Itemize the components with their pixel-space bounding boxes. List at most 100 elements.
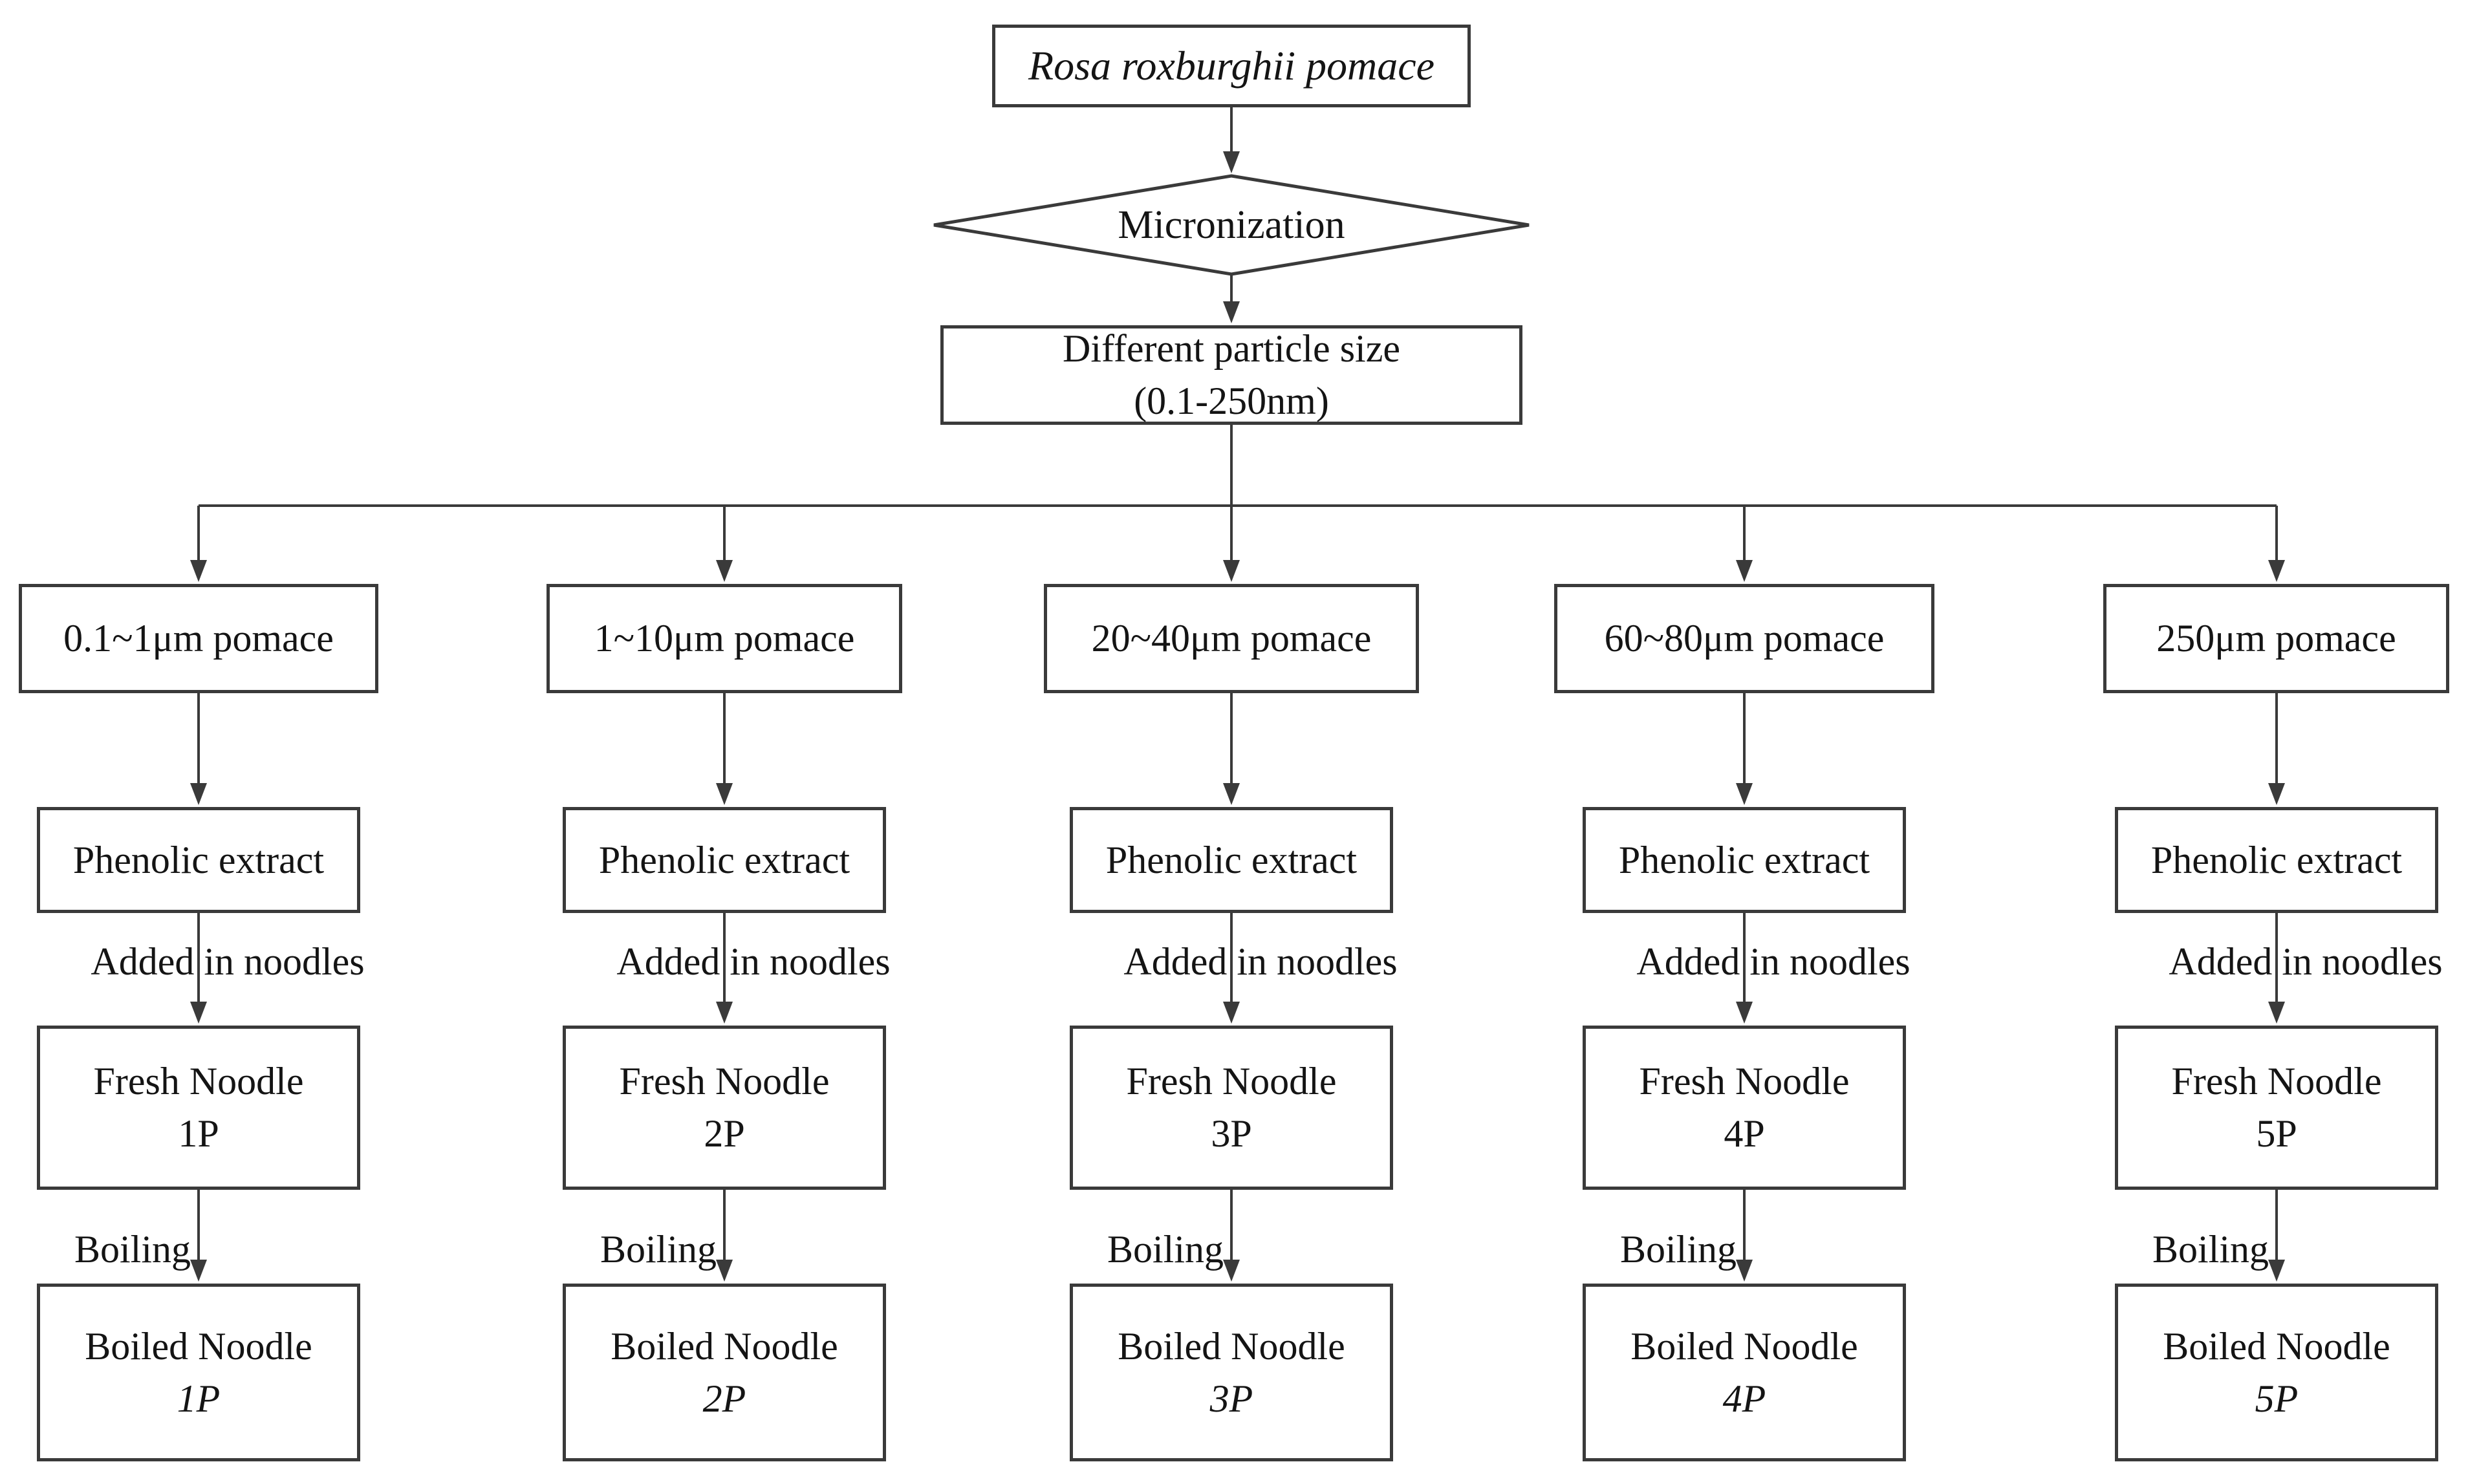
arrow-head-icon bbox=[1223, 151, 1240, 173]
boiled-node-line1: Boiled Noodle bbox=[1118, 1324, 1345, 1368]
added-label-text: Added in noodles bbox=[1123, 940, 1398, 983]
pomace-node: 0.1~1μm pomace bbox=[19, 584, 378, 693]
added-label-text: Added in noodles bbox=[91, 940, 365, 983]
boiled-node-line2: 2P bbox=[702, 1377, 746, 1420]
fresh-node-line2: 1P bbox=[178, 1112, 219, 1155]
phenolic-extract-node: Phenolic extract bbox=[37, 807, 360, 913]
fresh-node-line1: Fresh Noodle bbox=[93, 1060, 304, 1102]
boiling-label: Boiling bbox=[0, 1224, 191, 1274]
added-label-text: Added in noodles bbox=[616, 940, 891, 983]
fresh-node-line2: 4P bbox=[1724, 1112, 1765, 1155]
arrow-head-icon bbox=[1223, 1002, 1240, 1024]
arrow-head-icon bbox=[716, 560, 733, 582]
arrow-head-icon bbox=[2268, 1260, 2285, 1282]
added-in-noodles-label: Added in noodles bbox=[1605, 936, 1942, 987]
boiling-label-text: Boiling bbox=[2152, 1228, 2269, 1271]
boiled-node-line2: 3P bbox=[1209, 1377, 1253, 1420]
arrow-head-icon bbox=[190, 560, 207, 582]
added-in-noodles-label: Added in noodles bbox=[1092, 936, 1429, 987]
arrow-head-icon bbox=[2268, 1002, 2285, 1024]
arrow-head-icon bbox=[716, 783, 733, 805]
boiled-noodle-node: Boiled Noodle 5P bbox=[2115, 1284, 2438, 1461]
added-in-noodles-label: Added in noodles bbox=[585, 936, 922, 987]
phenolic-node-label: Phenolic extract bbox=[1618, 838, 1870, 881]
fresh-node-line2: 3P bbox=[1211, 1112, 1252, 1155]
boiled-node-line1: Boiled Noodle bbox=[611, 1324, 838, 1368]
arrow-head-icon bbox=[190, 1260, 207, 1282]
arrow-head-icon bbox=[1223, 301, 1240, 323]
particle-size-line1: Different particle size bbox=[1063, 327, 1400, 370]
arrow-head-icon bbox=[1736, 783, 1753, 805]
boiled-node-line2: 5P bbox=[2255, 1377, 2299, 1420]
root-node-label: Rosa roxburghii pomace bbox=[1028, 42, 1435, 89]
fresh-node-line1: Fresh Noodle bbox=[2171, 1060, 2382, 1102]
pomace-node-label: 60~80μm pomace bbox=[1604, 617, 1885, 660]
decision-node-label: Micronization bbox=[1118, 202, 1345, 247]
arrow-head-icon bbox=[1736, 1002, 1753, 1024]
decision-diamond-shape bbox=[933, 174, 1530, 276]
boiled-noodle-node: Boiled Noodle 3P bbox=[1070, 1284, 1393, 1461]
phenolic-node-label: Phenolic extract bbox=[2150, 838, 2403, 881]
boiled-node-line2: 4P bbox=[1722, 1377, 1766, 1420]
fresh-node-line2: 2P bbox=[704, 1112, 745, 1155]
added-label-text: Added in noodles bbox=[1636, 940, 1911, 983]
boiling-label-text: Boiling bbox=[600, 1228, 717, 1271]
arrow-head-icon bbox=[1736, 1260, 1753, 1282]
pomace-node-label: 1~10μm pomace bbox=[594, 617, 855, 660]
arrow-head-icon bbox=[716, 1002, 733, 1024]
boiling-label-text: Boiling bbox=[74, 1228, 191, 1271]
fresh-node-line1: Fresh Noodle bbox=[619, 1060, 830, 1102]
arrow-head-icon bbox=[1736, 560, 1753, 582]
fresh-noodle-node: Fresh Noodle 5P bbox=[2115, 1026, 2438, 1190]
arrow-head-icon bbox=[2268, 783, 2285, 805]
arrow-head-icon bbox=[1223, 560, 1240, 582]
phenolic-extract-node: Phenolic extract bbox=[563, 807, 886, 913]
boiled-node-line1: Boiled Noodle bbox=[2163, 1324, 2390, 1368]
boiled-node-line1: Boiled Noodle bbox=[85, 1324, 312, 1368]
fresh-node-line2: 5P bbox=[2256, 1112, 2297, 1155]
boiled-noodle-node: Boiled Noodle 1P bbox=[37, 1284, 360, 1461]
decision-node: Micronization bbox=[934, 175, 1529, 275]
fresh-noodle-node: Fresh Noodle 2P bbox=[563, 1026, 886, 1190]
boiling-label: Boiling bbox=[1543, 1224, 1737, 1274]
arrow-head-icon bbox=[190, 1002, 207, 1024]
pomace-node: 20~40μm pomace bbox=[1044, 584, 1419, 693]
pomace-node: 60~80μm pomace bbox=[1554, 584, 1934, 693]
fresh-noodle-node: Fresh Noodle 4P bbox=[1583, 1026, 1906, 1190]
boiled-noodle-node: Boiled Noodle 4P bbox=[1583, 1284, 1906, 1461]
particle-size-line2: (0.1-250nm) bbox=[1134, 380, 1329, 422]
added-label-text: Added in noodles bbox=[2169, 940, 2443, 983]
pomace-node: 1~10μm pomace bbox=[547, 584, 902, 693]
phenolic-extract-node: Phenolic extract bbox=[1070, 807, 1393, 913]
pomace-node-label: 0.1~1μm pomace bbox=[63, 617, 334, 660]
boiling-label-text: Boiling bbox=[1107, 1228, 1224, 1271]
arrow-head-icon bbox=[2268, 560, 2285, 582]
root-node: Rosa roxburghii pomace bbox=[992, 25, 1471, 107]
arrow-head-icon bbox=[190, 783, 207, 805]
fresh-node-line1: Fresh Noodle bbox=[1639, 1060, 1850, 1102]
arrow-head-icon bbox=[716, 1260, 733, 1282]
boiling-label-text: Boiling bbox=[1619, 1228, 1737, 1271]
fresh-noodle-node: Fresh Noodle 3P bbox=[1070, 1026, 1393, 1190]
pomace-node: 250μm pomace bbox=[2103, 584, 2449, 693]
boiling-label: Boiling bbox=[2075, 1224, 2269, 1274]
boiling-label: Boiling bbox=[1030, 1224, 1224, 1274]
pomace-node-label: 250μm pomace bbox=[2156, 617, 2396, 660]
pomace-node-label: 20~40μm pomace bbox=[1091, 617, 1372, 660]
boiling-label: Boiling bbox=[523, 1224, 717, 1274]
arrow-head-icon bbox=[1223, 783, 1240, 805]
phenolic-node-label: Phenolic extract bbox=[1105, 838, 1358, 881]
boiled-node-line1: Boiled Noodle bbox=[1630, 1324, 1858, 1368]
particle-size-node: Different particle size (0.1-250nm) bbox=[940, 325, 1522, 425]
fresh-noodle-node: Fresh Noodle 1P bbox=[37, 1026, 360, 1190]
boiled-noodle-node: Boiled Noodle 2P bbox=[563, 1284, 886, 1461]
phenolic-node-label: Phenolic extract bbox=[598, 838, 850, 881]
arrow-head-icon bbox=[1223, 1260, 1240, 1282]
fresh-node-line1: Fresh Noodle bbox=[1126, 1060, 1337, 1102]
phenolic-node-label: Phenolic extract bbox=[72, 838, 325, 881]
added-in-noodles-label: Added in noodles bbox=[2138, 936, 2474, 987]
phenolic-extract-node: Phenolic extract bbox=[1583, 807, 1906, 913]
boiled-node-line2: 1P bbox=[177, 1377, 221, 1420]
